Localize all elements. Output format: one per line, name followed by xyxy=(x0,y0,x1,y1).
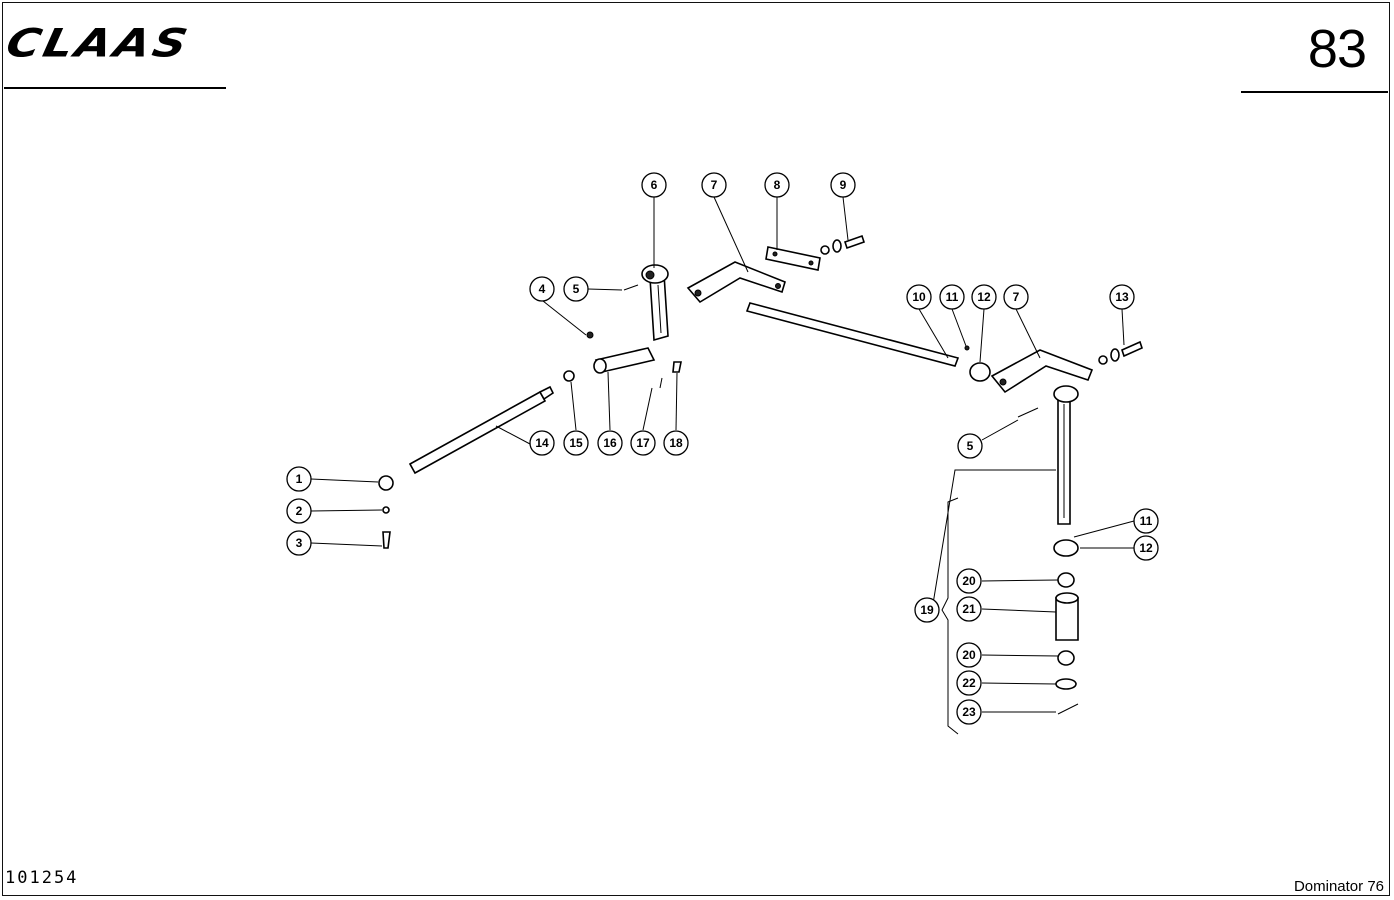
svg-text:15: 15 xyxy=(569,436,583,450)
svg-text:23: 23 xyxy=(962,705,976,719)
svg-text:11: 11 xyxy=(946,290,959,304)
callout-20-upper: 20 xyxy=(956,568,982,594)
svg-text:5: 5 xyxy=(573,282,580,296)
part-nut-1 xyxy=(378,475,394,491)
group-19-bracket xyxy=(931,469,1056,735)
svg-text:8: 8 xyxy=(774,178,781,192)
svg-text:20: 20 xyxy=(962,574,976,588)
part-shaft-10 xyxy=(745,302,960,367)
drawing-number: 101254 xyxy=(5,868,79,888)
part-rod-14 xyxy=(408,385,555,475)
svg-text:18: 18 xyxy=(669,436,683,450)
part-pin-5-upper xyxy=(623,284,639,291)
part-bracket-7-upper xyxy=(686,261,786,304)
callout-12-upper: 12 xyxy=(971,284,997,310)
callout-14: 14 xyxy=(529,430,555,456)
part-nut-15 xyxy=(563,370,575,382)
callout-17: 17 xyxy=(630,430,656,456)
callout-7-upper: 7 xyxy=(701,172,727,198)
svg-text:14: 14 xyxy=(535,436,549,450)
part-washer-2 xyxy=(382,506,390,514)
svg-text:12: 12 xyxy=(1139,541,1153,555)
svg-text:1: 1 xyxy=(296,472,303,486)
page-number-underline xyxy=(1241,91,1388,93)
part-lever-19 xyxy=(1053,385,1079,525)
part-bracket-7-lower xyxy=(990,349,1094,394)
part-bolt-18 xyxy=(672,361,682,373)
part-hub-12-upper xyxy=(964,345,991,382)
svg-text:7: 7 xyxy=(711,178,718,192)
svg-text:11: 11 xyxy=(1140,514,1153,528)
callout-10: 10 xyxy=(906,284,932,310)
part-bushing-20-upper xyxy=(1057,572,1075,588)
svg-text:13: 13 xyxy=(1115,290,1129,304)
callout-8: 8 xyxy=(764,172,790,198)
callout-20-lower: 20 xyxy=(956,642,982,668)
model-name: Dominator 76 xyxy=(1293,878,1384,895)
callout-16: 16 xyxy=(597,430,623,456)
svg-text:20: 20 xyxy=(962,648,976,662)
callout-22: 22 xyxy=(956,670,982,696)
callout-3: 3 xyxy=(286,530,312,556)
svg-text:4: 4 xyxy=(539,282,546,296)
callout-13: 13 xyxy=(1109,284,1135,310)
svg-text:22: 22 xyxy=(962,676,976,690)
callout-15: 15 xyxy=(563,430,589,456)
part-pin-23 xyxy=(1057,703,1079,715)
callout-9: 9 xyxy=(830,172,856,198)
svg-text:6: 6 xyxy=(651,178,658,192)
svg-text:2: 2 xyxy=(296,504,303,518)
callout-5-lower: 5 xyxy=(957,433,983,459)
callout-1: 1 xyxy=(286,466,312,492)
part-washer-22 xyxy=(1055,678,1077,690)
svg-text:5: 5 xyxy=(967,439,974,453)
part-pin-5-lower xyxy=(1017,407,1039,418)
part-hub-16 xyxy=(593,347,656,374)
part-bolt-9 xyxy=(820,234,866,255)
svg-text:10: 10 xyxy=(912,290,926,304)
callout-12-lower: 12 xyxy=(1133,535,1159,561)
callout-18: 18 xyxy=(663,430,689,456)
callout-11-upper: 11 xyxy=(939,284,965,310)
svg-text:21: 21 xyxy=(962,602,976,616)
callout-21: 21 xyxy=(956,596,982,622)
part-sleeve-21 xyxy=(1055,592,1079,641)
callout-2: 2 xyxy=(286,498,312,524)
svg-text:17: 17 xyxy=(636,436,650,450)
part-bolt-3 xyxy=(382,531,391,549)
part-bushing-20-lower xyxy=(1057,650,1075,666)
callout-4: 4 xyxy=(529,276,555,302)
callout-7-lower: 7 xyxy=(1003,284,1029,310)
page-number: 83 xyxy=(1307,19,1367,79)
svg-text:12: 12 xyxy=(977,290,991,304)
svg-text:3: 3 xyxy=(296,536,303,550)
callout-11-lower: 11 xyxy=(1133,508,1159,534)
part-pin-17 xyxy=(659,377,663,389)
part-plate-8 xyxy=(765,246,821,271)
callout-6: 6 xyxy=(641,172,667,198)
part-hub-12-lower xyxy=(1053,539,1079,557)
part-bolt-13 xyxy=(1098,340,1143,365)
svg-text:19: 19 xyxy=(920,603,934,617)
callout-23: 23 xyxy=(956,699,982,725)
svg-text:16: 16 xyxy=(603,436,617,450)
svg-text:7: 7 xyxy=(1013,290,1020,304)
logo-underline xyxy=(4,87,226,89)
callout-19: 19 xyxy=(914,597,940,623)
part-lever-6 xyxy=(641,264,669,342)
part-nut-4 xyxy=(586,331,594,339)
callout-5-upper: 5 xyxy=(563,276,589,302)
svg-text:9: 9 xyxy=(840,178,847,192)
